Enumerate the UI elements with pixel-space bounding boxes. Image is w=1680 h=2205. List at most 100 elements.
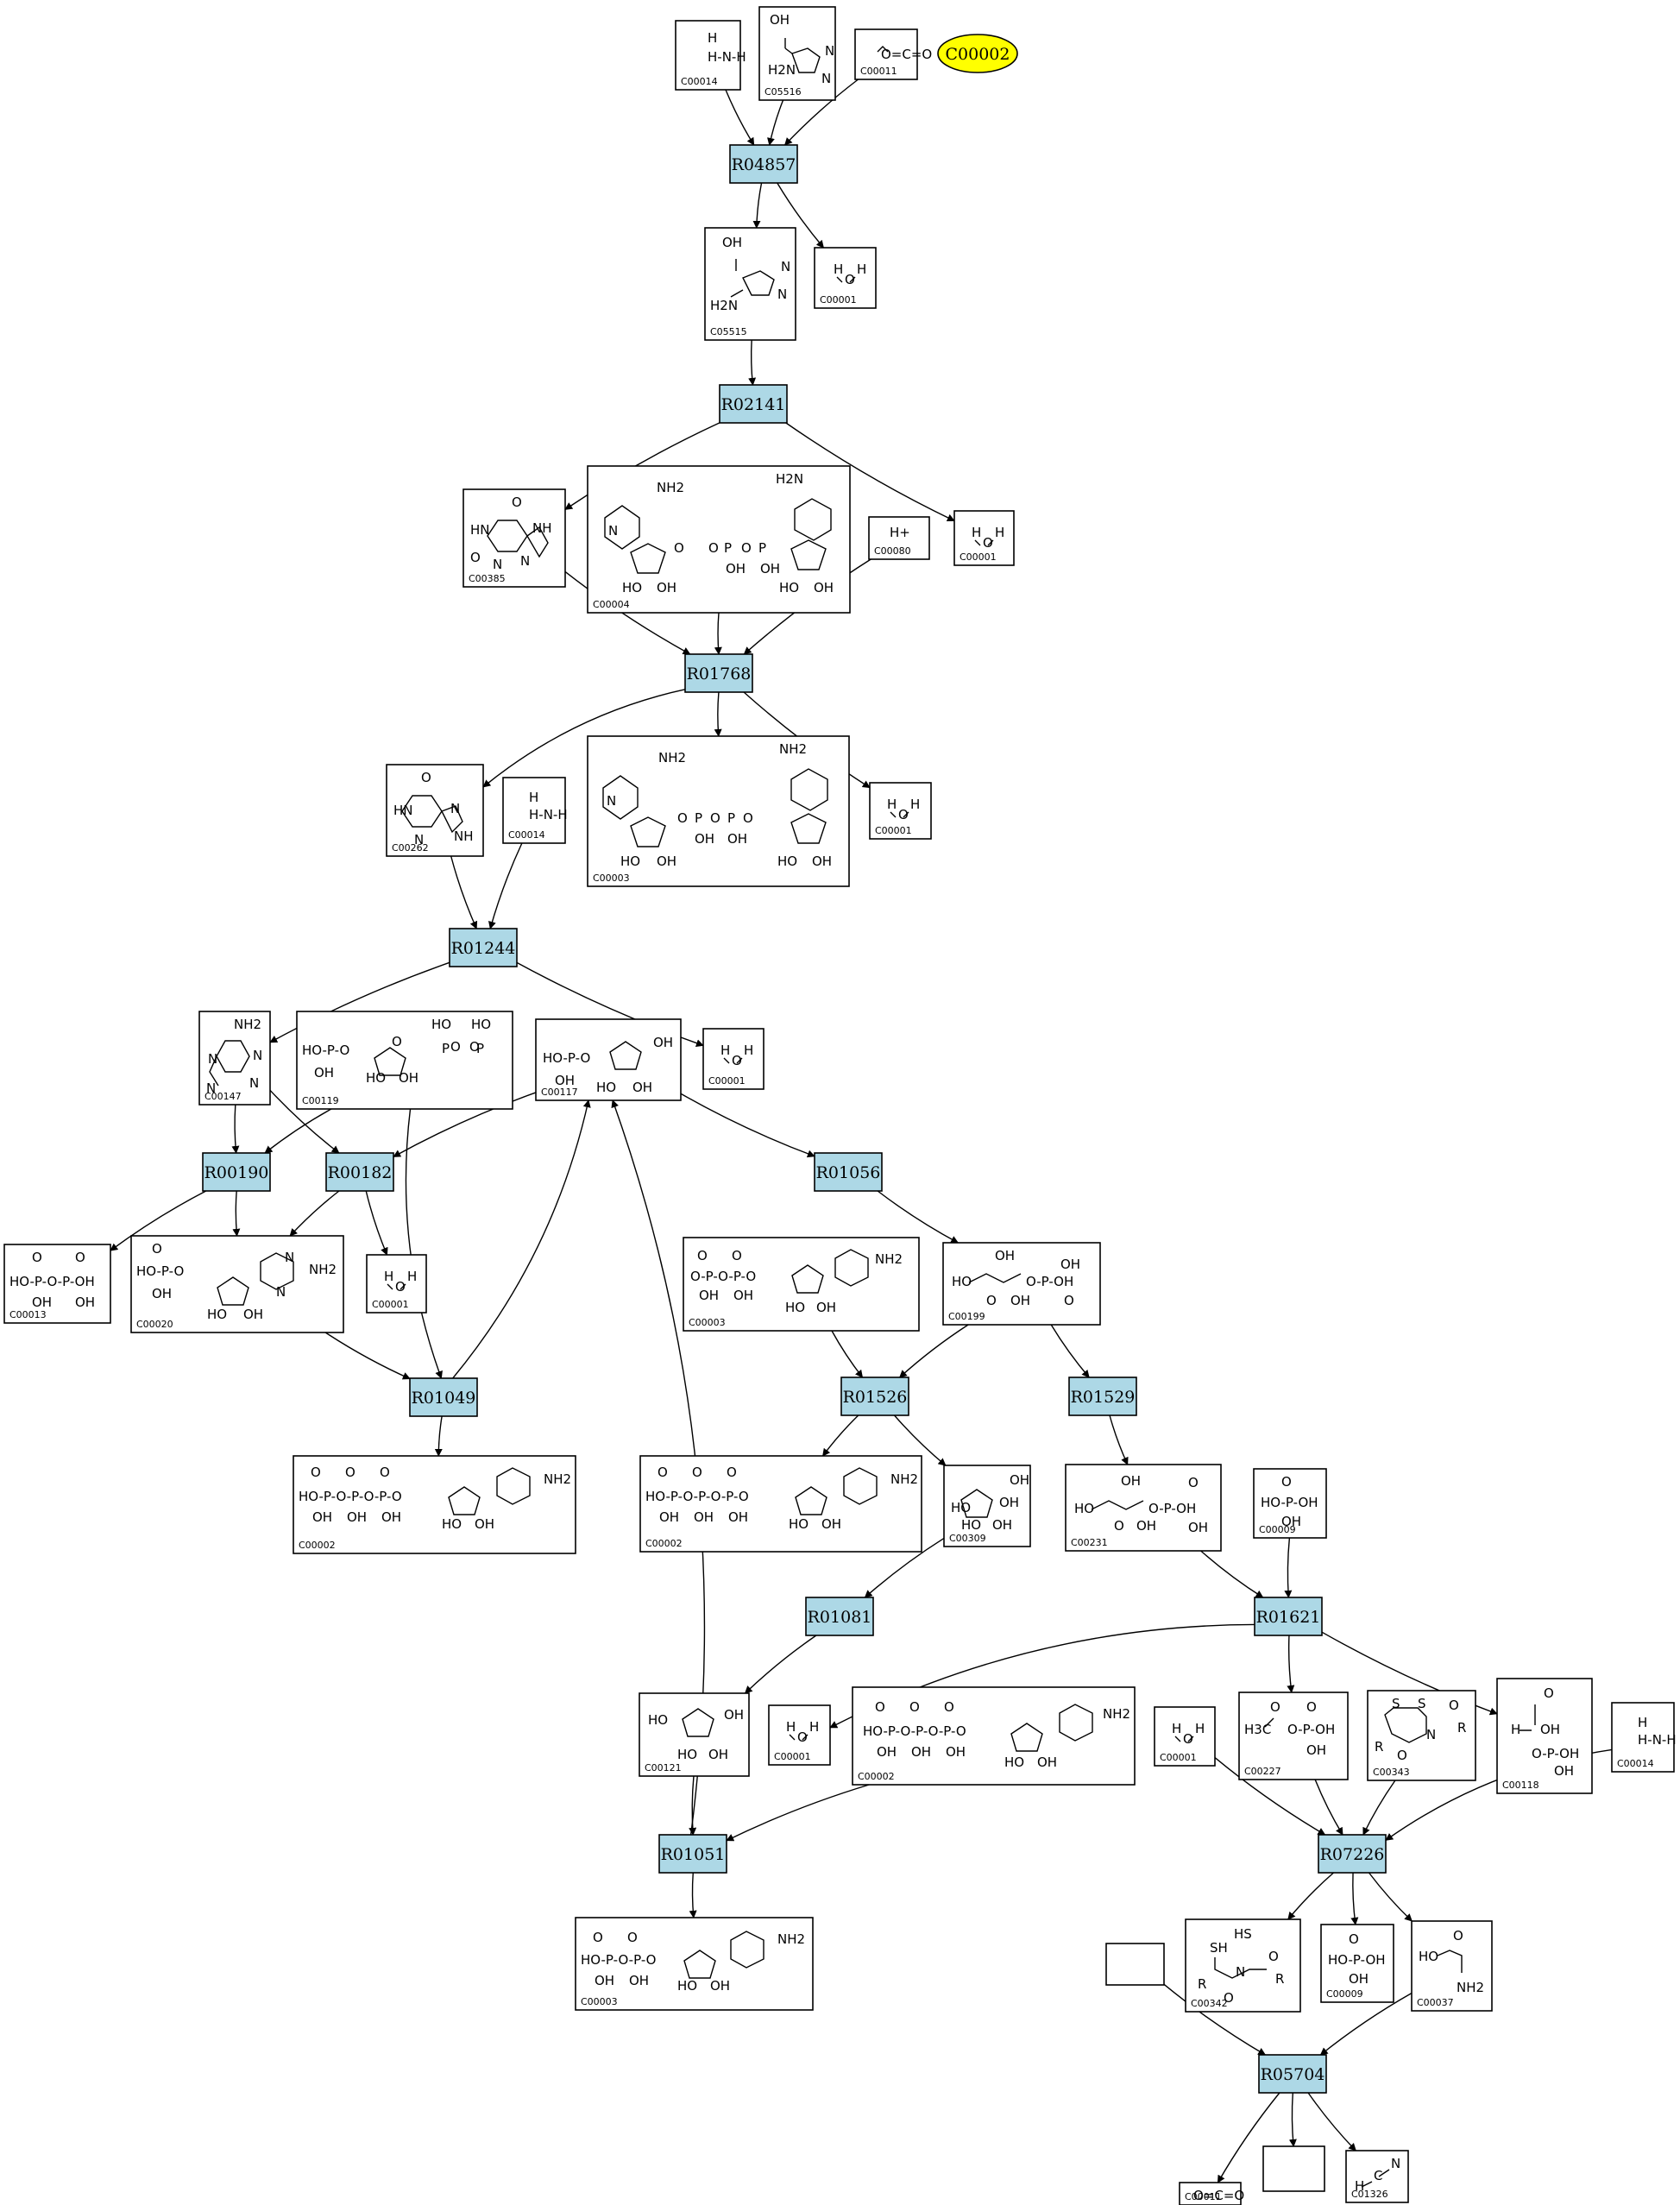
structure-atom-label: OH [653, 1035, 673, 1050]
reaction-r01768[interactable]: R01768 [684, 653, 753, 693]
reaction-r00190[interactable]: R00190 [202, 1152, 271, 1192]
compound-box [1065, 1464, 1222, 1552]
reaction-box [1258, 2054, 1327, 2094]
compound-id: C00309 [949, 1533, 986, 1544]
edge-c00011a-to-R04857 [783, 79, 859, 146]
structure-atom-label: OH [659, 1509, 679, 1525]
edge-c00227-to-R07226 [1314, 1779, 1343, 1836]
reaction-r01081[interactable]: R01081 [805, 1597, 874, 1636]
structure-atom-label: HO [677, 1747, 697, 1762]
structure-atom-label: OH [724, 1707, 744, 1723]
structure-atom-label: HO [648, 1712, 668, 1728]
structure-atom-label: O [450, 1039, 461, 1055]
reaction-r02141[interactable]: R02141 [719, 384, 788, 424]
compound-id: C00014 [681, 76, 718, 87]
edge-R01529-to-c00231 [1109, 1414, 1129, 1465]
structure-bonds [387, 1283, 406, 1290]
compound-box [639, 1692, 750, 1777]
structure-bonds [877, 46, 889, 53]
structure-bonds [683, 1931, 764, 1979]
structure-atom-label: O [983, 535, 993, 551]
reaction-box [729, 144, 798, 184]
structure-atom-label: HO [952, 1274, 972, 1289]
structure-atom-label: O [741, 540, 752, 556]
compound-box [675, 20, 741, 91]
reaction-r00182[interactable]: R00182 [325, 1152, 394, 1192]
reaction-r01051[interactable]: R01051 [658, 1834, 727, 1874]
highlight-node[interactable]: C00002 [937, 34, 1018, 73]
structure-atom-label: O [627, 1930, 638, 1945]
edge-R01768-to-c00262 [482, 689, 686, 788]
structure-atom-label: O [512, 495, 522, 510]
edges-layer [110, 79, 1613, 2183]
compound-blank[interactable] [1262, 2145, 1325, 2192]
compound-box [702, 1028, 764, 1090]
compound-box [198, 1011, 271, 1106]
edge-c00002c-to-R01051 [726, 1784, 870, 1842]
reaction-r01526[interactable]: R01526 [840, 1377, 909, 1416]
reaction-r01621[interactable]: R01621 [1254, 1597, 1323, 1636]
structure-atom-label: OH [760, 561, 780, 576]
edge-R01081-to-c00121 [744, 1635, 817, 1694]
reaction-r05704[interactable]: R05704 [1258, 2054, 1327, 2094]
reaction-r01049[interactable]: R01049 [409, 1377, 478, 1417]
edge-c00147-to-R00190 [231, 1104, 240, 1154]
compound-box [953, 510, 1015, 566]
compound-c00080[interactable]: H+C00080 [868, 516, 930, 560]
reaction-label: R01081 [808, 1608, 872, 1627]
compound-box [575, 1917, 814, 2011]
edge-c00020-to-R01049 [324, 1332, 411, 1380]
edge-c00001g-to-R07226 [1214, 1757, 1326, 1836]
reaction-r04857[interactable]: R04857 [729, 144, 798, 184]
reaction-box [449, 928, 518, 967]
structure-atom-label: P [758, 540, 766, 556]
reaction-r01529[interactable]: R01529 [1068, 1377, 1137, 1416]
compound-blank[interactable] [1105, 1943, 1165, 1986]
compound-box [868, 516, 930, 560]
reaction-r01056[interactable]: R01056 [814, 1152, 883, 1192]
reaction-r07226[interactable]: R07226 [1318, 1834, 1387, 1874]
structure-bonds [974, 539, 994, 546]
reaction-r01244[interactable]: R01244 [449, 928, 518, 967]
